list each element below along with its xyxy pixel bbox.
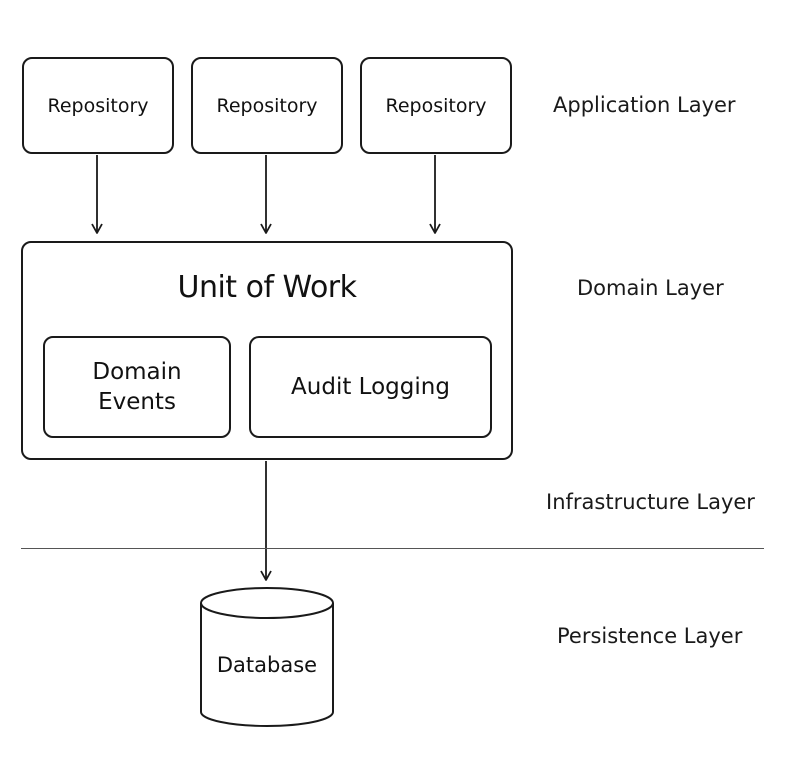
repository-box: Repository	[191, 57, 343, 154]
database-cylinder	[200, 587, 334, 727]
persistence-layer-label: Persistence Layer	[557, 624, 743, 648]
repository-label: Repository	[47, 94, 149, 117]
layer-divider	[21, 548, 764, 549]
domain-events-label: Domain Events	[92, 359, 182, 415]
repository-label: Repository	[385, 94, 487, 117]
unit-of-work-title: Unit of Work	[177, 270, 357, 305]
audit-logging-box: Audit Logging	[249, 336, 492, 438]
domain-layer-label: Domain Layer	[577, 276, 724, 300]
application-layer-label: Application Layer	[553, 93, 736, 117]
repository-box: Repository	[22, 57, 174, 154]
repository-label: Repository	[216, 94, 318, 117]
infrastructure-layer-label: Infrastructure Layer	[546, 490, 755, 514]
repository-box: Repository	[360, 57, 512, 154]
domain-events-box: Domain Events	[43, 336, 231, 438]
audit-logging-label: Audit Logging	[291, 374, 450, 400]
database-label: Database	[216, 653, 318, 677]
